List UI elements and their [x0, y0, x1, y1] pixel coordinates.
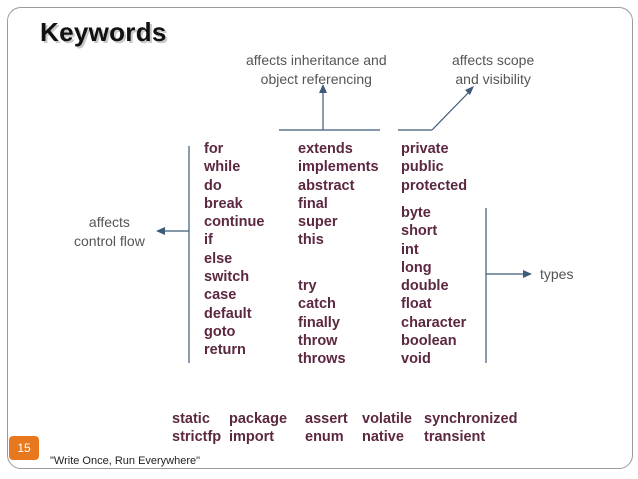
keyword: throws [298, 351, 346, 368]
scope-arrowhead [465, 86, 474, 95]
slide-footer: "Write Once, Run Everywhere" [50, 455, 201, 467]
control-flow-keywords: for while do break continue if else swit… [204, 140, 264, 360]
exception-keywords: try catch finally throw throws [298, 277, 346, 368]
keyword: switch [204, 269, 250, 286]
keyword: short [401, 223, 438, 240]
keyword: final [298, 195, 328, 212]
keyword: default [204, 305, 252, 322]
control-flow-note-line-1: affects [88, 214, 130, 230]
scope-note-line-2: and visibility [455, 71, 531, 87]
scope-note-line-1: affects scope [452, 52, 535, 68]
keyword: synchronized [424, 411, 518, 427]
scope-note: affects scope and visibility [452, 51, 534, 89]
keyword: boolean [401, 333, 457, 350]
inheritance-note-line-2: object referencing [260, 71, 372, 87]
keyword: package [229, 411, 288, 427]
keyword: enum [305, 429, 344, 445]
keyword: catch [298, 296, 336, 313]
keyword: public [401, 159, 444, 176]
keyword: character [401, 314, 467, 331]
keyword: native [362, 429, 404, 445]
keyword: byte [401, 205, 431, 221]
keyword: else [204, 250, 233, 267]
keyword: super [298, 214, 338, 231]
keyword: import [229, 429, 275, 445]
keyword: return [204, 342, 246, 359]
keyword: this [298, 232, 324, 249]
keyword: transient [424, 429, 486, 445]
control-flow-note-line-2: control flow [74, 233, 145, 249]
keyword: implements [298, 159, 379, 176]
keyword: assert [305, 411, 348, 427]
keyword: long [401, 259, 432, 276]
keyword: static [172, 411, 210, 427]
keyword: throw [298, 332, 338, 349]
inheritance-note: affects inheritance and object referenci… [246, 51, 387, 89]
types-arrowhead [523, 270, 532, 278]
keyword: finally [298, 314, 340, 331]
visibility-keywords: private public protected [401, 140, 467, 195]
keyword: while [204, 159, 241, 176]
control-flow-arrowhead [156, 227, 165, 235]
scope-arrow [431, 90, 471, 131]
keyword: continue [204, 214, 265, 231]
keyword: int [401, 241, 419, 258]
keyword: goto [204, 323, 236, 340]
inheritance-note-line-1: affects inheritance and [246, 52, 387, 68]
control-flow-note: affects control flow [74, 213, 145, 251]
inheritance-keywords: extends implements abstract final super … [298, 140, 379, 250]
type-keywords: byte short int long double float charact… [401, 204, 466, 369]
keyword: protected [401, 177, 468, 194]
keyword: extends [298, 141, 353, 157]
keyword: do [204, 177, 222, 194]
keyword: break [204, 195, 243, 212]
keyword: private [401, 141, 449, 157]
keyword: for [204, 141, 224, 157]
keyword: try [298, 278, 317, 294]
types-note: types [540, 266, 574, 282]
keyword: strictfp [172, 429, 222, 445]
slide-frame [7, 7, 633, 469]
inheritance-arrowhead [319, 84, 327, 93]
keyword: if [204, 232, 213, 249]
keyword: case [204, 287, 237, 304]
keyword: double [401, 278, 449, 295]
keyword: float [401, 296, 432, 313]
keyword: volatile [362, 411, 412, 427]
slide-number: 15 [9, 436, 39, 460]
keyword: abstract [298, 177, 355, 194]
keyword: void [401, 351, 431, 368]
slide-title: Keywords [40, 17, 167, 47]
